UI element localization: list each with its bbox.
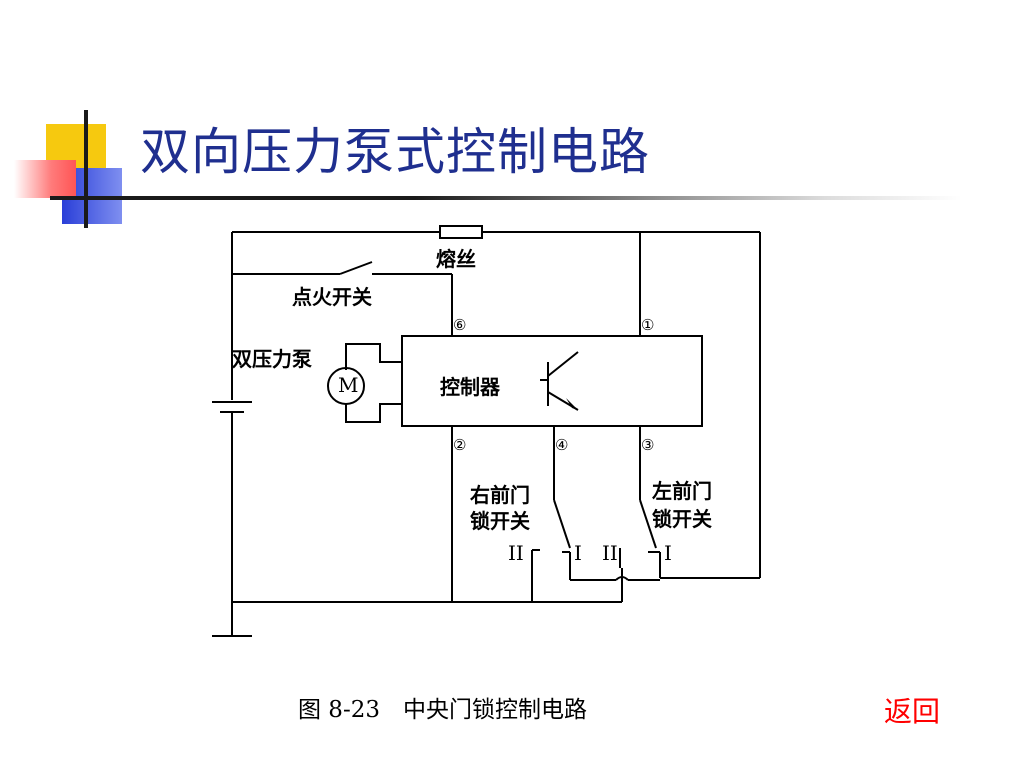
back-link[interactable]: 返回 — [884, 695, 941, 728]
left-lock-switch-label-1: 左前门 — [652, 479, 712, 503]
right-lock-switch-label-2: 锁开关 — [470, 509, 530, 533]
title-decoration-vline — [84, 110, 88, 228]
title-underline — [50, 196, 962, 200]
pump-label: 双压力泵 — [232, 347, 312, 371]
fuse-symbol — [439, 225, 483, 239]
right-lock-switch-label-1: 右前门 — [470, 483, 530, 507]
figure-caption: 图 8-23 中央门锁控制电路 — [298, 697, 587, 723]
right-switch-blade — [553, 499, 571, 549]
left-lock-switch-label-2: 锁开关 — [652, 507, 712, 531]
terminal-3: ③ — [641, 436, 654, 454]
left-switch-blade — [639, 499, 657, 549]
slide-title: 双向压力泵式控制电路 — [140, 123, 650, 181]
controller-box — [401, 335, 703, 427]
motor-symbol — [327, 367, 365, 405]
emitter-arrow — [566, 398, 578, 410]
terminal-2: ② — [453, 436, 466, 454]
fuse-label: 熔丝 — [436, 247, 476, 271]
left-switch-pos-II: II — [602, 541, 618, 565]
title-decoration-red — [14, 160, 76, 198]
terminal-6: ⑥ — [453, 316, 466, 334]
terminal-1: ① — [641, 316, 654, 334]
ignition-switch-label: 点火开关 — [292, 285, 372, 309]
left-switch-pos-I: I — [664, 541, 672, 565]
controller-label: 控制器 — [440, 375, 501, 399]
motor-label: M — [338, 373, 358, 397]
terminal-4: ④ — [555, 436, 568, 454]
right-switch-pos-I: I — [574, 541, 582, 565]
right-switch-pos-II: II — [508, 541, 524, 565]
ignition-switch-blade — [339, 261, 373, 275]
